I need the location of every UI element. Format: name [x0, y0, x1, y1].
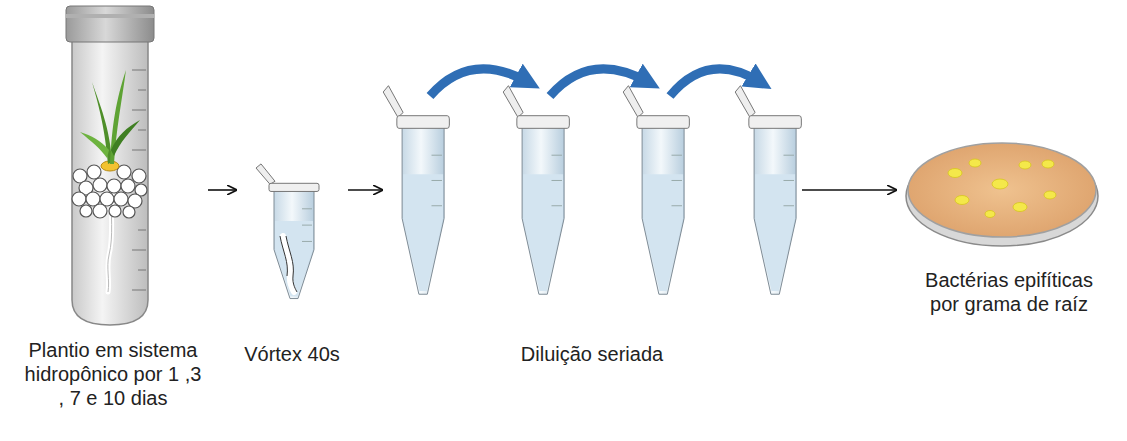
step-caption: Plantio em sistema hidropônico por 1 ,3 …	[23, 338, 203, 410]
petri-dish	[906, 143, 1098, 246]
step-caption: Vórtex 40s	[240, 342, 344, 366]
flow-arrow	[348, 189, 382, 191]
step-caption: Diluição seriada	[502, 342, 682, 366]
flow-arrow	[208, 189, 236, 191]
hydroponic-step: Plantio em sistema hidropônico por 1 ,3 …	[22, 4, 204, 410]
plating-step: Bactérias epifíticas por grama de raíz	[900, 134, 1118, 316]
dilution-step: Diluição seriada	[386, 40, 798, 366]
vortex-step: Vórtex 40s	[240, 160, 344, 366]
dilution-tubes	[383, 69, 801, 294]
flow-arrow	[802, 189, 896, 191]
step-caption: Bactérias epifíticas por grama de raíz	[911, 268, 1107, 316]
vortex-tube	[256, 164, 319, 299]
test-tube	[66, 6, 154, 325]
